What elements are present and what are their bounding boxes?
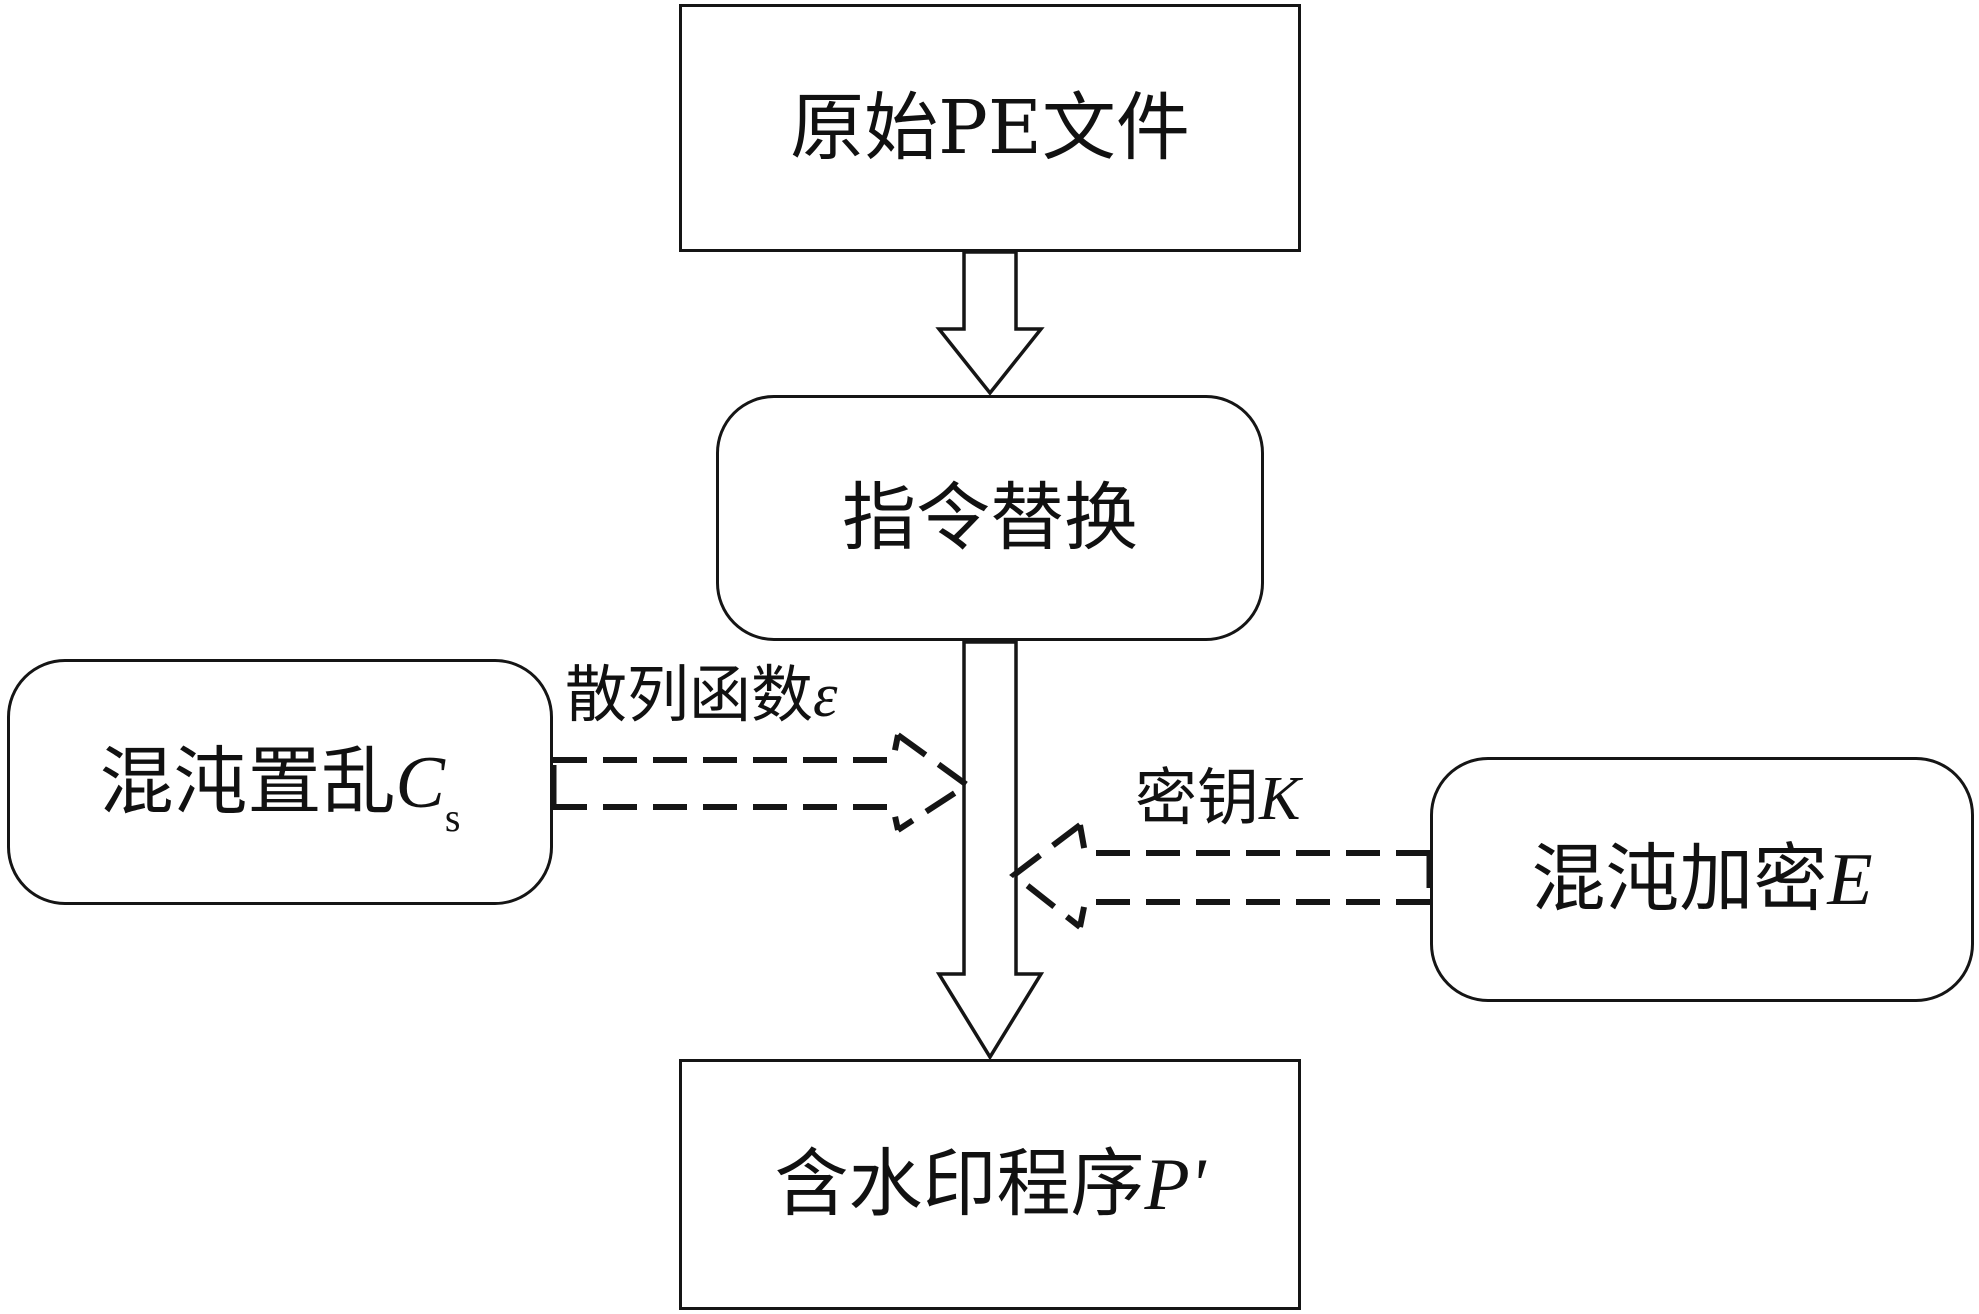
node-chaos-encrypt: 混沌加密E xyxy=(1430,757,1974,1002)
node-instruction-replace-label: 指令替换 xyxy=(842,475,1138,561)
node-original-pe-label: 原始PE文件 xyxy=(790,85,1190,171)
node-chaos-scramble-label: 混沌置乱Cs xyxy=(99,738,461,840)
dashed-arrow-hash xyxy=(553,732,973,833)
node-original-pe: 原始PE文件 xyxy=(679,4,1301,252)
dashed-arrow-key xyxy=(1009,822,1430,930)
node-chaos-encrypt-label: 混沌加密E xyxy=(1531,836,1873,922)
hollow-arrow-bottom xyxy=(935,640,1045,1061)
edge-label-key: 密钥K xyxy=(1135,761,1301,834)
node-watermarked-program: 含水印程序P' xyxy=(679,1059,1301,1310)
edge-label-hash-function: 散列函数ε xyxy=(565,658,838,731)
node-watermarked-program-label: 含水印程序P' xyxy=(774,1141,1206,1227)
node-chaos-scramble: 混沌置乱Cs xyxy=(7,659,553,905)
hollow-arrow-top xyxy=(935,250,1045,396)
node-instruction-replace: 指令替换 xyxy=(716,395,1264,641)
